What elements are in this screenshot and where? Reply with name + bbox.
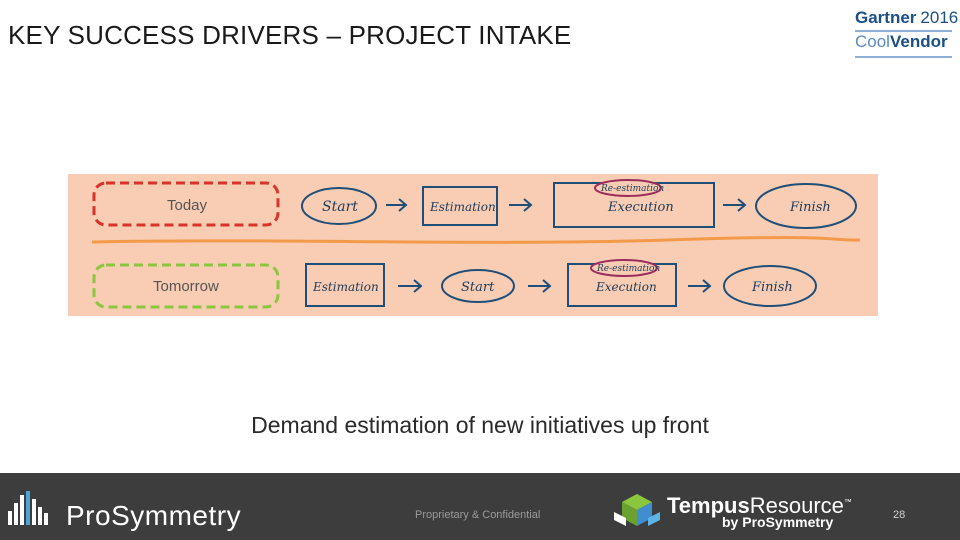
- today-step-finish-shape: [755, 183, 857, 229]
- arrow-icon: [398, 279, 423, 293]
- today-step-execution: Execution: [607, 200, 674, 215]
- slide-title: KEY SUCCESS DRIVERS – PROJECT INTAKE: [8, 20, 572, 50]
- arrow-icon: [386, 198, 408, 212]
- tomorrow-step-start-shape: [441, 269, 515, 303]
- today-label: Today: [167, 197, 208, 214]
- tomorrow-reestimation: Re-estimation: [596, 264, 660, 274]
- arrow-icon: [528, 279, 552, 293]
- gartner-brand: Gartner: [855, 8, 917, 27]
- tempus-resource-brand: TempusResource™: [667, 493, 852, 518]
- prosymmetry-brand: ProSymmetry: [66, 500, 242, 531]
- diagram-background: [68, 174, 878, 316]
- gartner-cool: Cool: [855, 32, 890, 51]
- prosymmetry-bars-icon: [8, 491, 48, 525]
- tomorrow-step-start: Start: [461, 280, 495, 295]
- today-reestimation-circle: [594, 179, 662, 197]
- tomorrow-step-finish: Finish: [751, 280, 793, 295]
- gartner-year: 2016: [920, 8, 959, 27]
- process-diagram: Today Tomorrow Start Estimation Re-estim…: [68, 174, 878, 316]
- tomorrow-label: Tomorrow: [153, 278, 219, 295]
- today-step-start-shape: [301, 187, 377, 225]
- tomorrow-label-box: [92, 263, 280, 309]
- page-number: 28: [893, 509, 906, 521]
- today-label-box: [92, 181, 280, 227]
- row-divider: [91, 236, 861, 244]
- tempus-cube-icon: [614, 494, 660, 526]
- gartner-rule-bottom: [855, 56, 952, 58]
- confidential-notice: Proprietary & Confidential: [415, 509, 541, 521]
- tomorrow-step-estimation-shape: [305, 263, 385, 307]
- today-step-finish: Finish: [789, 200, 831, 215]
- slide-caption: Demand estimation of new initiatives up …: [251, 412, 709, 438]
- today-step-estimation: Estimation: [429, 200, 496, 214]
- tomorrow-step-execution: Execution: [595, 280, 657, 294]
- tomorrow-step-estimation: Estimation: [312, 280, 379, 294]
- gartner-rule-top: [855, 30, 952, 32]
- today-step-start: Start: [322, 199, 358, 215]
- arrow-icon: [688, 279, 712, 293]
- arrow-icon: [509, 198, 533, 212]
- today-reestimation: Re-estimation: [600, 184, 664, 194]
- tempus-subtitle: by ProSymmetry: [722, 514, 834, 530]
- footer-bar: ProSymmetry Proprietary & Confidential T…: [0, 473, 960, 540]
- tomorrow-step-finish-shape: [723, 265, 817, 307]
- today-step-estimation-shape: [422, 186, 498, 226]
- tomorrow-reestimation-circle: [590, 259, 658, 277]
- gartner-vendor: Vendor: [889, 32, 948, 51]
- arrow-icon: [723, 198, 747, 212]
